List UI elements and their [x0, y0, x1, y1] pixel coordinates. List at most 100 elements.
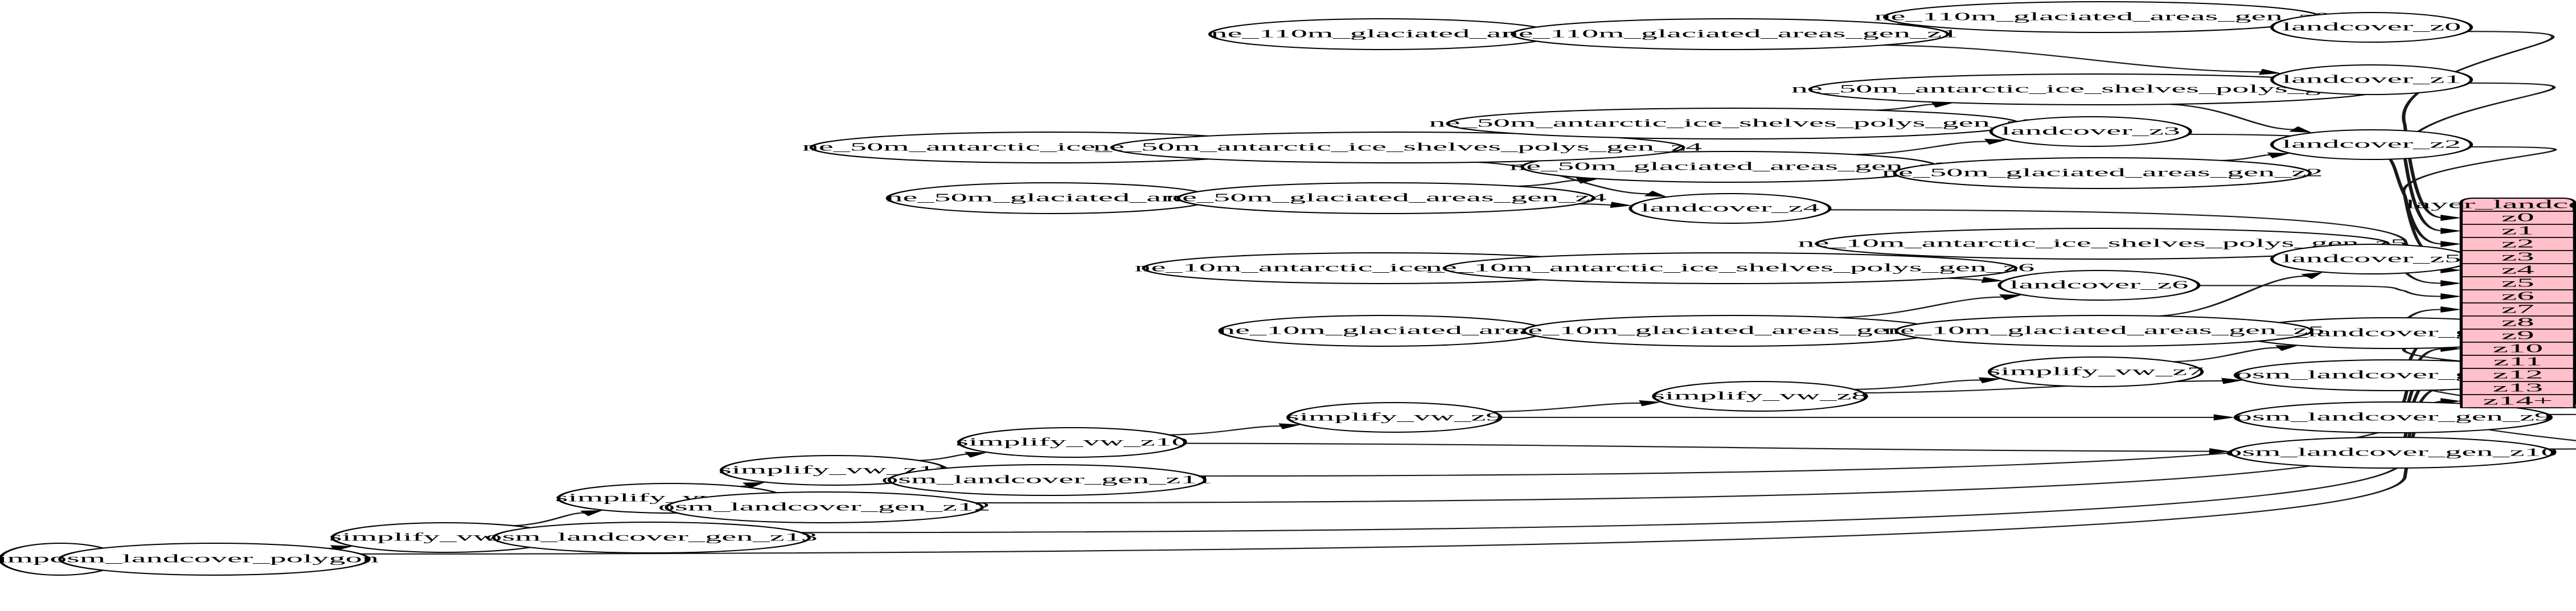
node-simplify_vw_z10[interactable]: simplify_vw_z10 [955, 427, 1188, 458]
node-ne_10m_glaciated_areas_gen_z6[interactable]: ne_10m_glaciated_areas_gen_z6 [1511, 315, 1952, 347]
node-ne_110m_glaciated_areas_gen_z1[interactable]: ne_110m_glaciated_areas_gen_z1 [1502, 18, 1959, 50]
node-ne_50m_antarctic_ice_shelves_polys_gen_z4[interactable]: ne_50m_antarctic_ice_shelves_polys_gen_z… [1093, 132, 1703, 163]
node-landcover_z3[interactable]: landcover_z3 [1989, 116, 2192, 147]
edge-simplify_vw_z10-to-osm_landcover_gen_z10 [1184, 442, 2231, 454]
edge-arrowhead [2209, 448, 2231, 454]
node-shape-landcover_z4[interactable] [1629, 193, 1832, 224]
node-ne_110m_glaciated_areas_gen_z0[interactable]: ne_110m_glaciated_areas_gen_z0 [1874, 1, 2331, 33]
node-label-landcover_z3: landcover_z3 [2001, 125, 2180, 137]
node-osm_landcover_polygon[interactable]: osm_landcover_polygon [50, 543, 379, 576]
edge-ne_50m_glaciated_areas_gen_z3-to-landcover_z3 [1855, 138, 2007, 155]
node-osm_landcover_gen_z13[interactable]: osm_landcover_gen_z13 [485, 522, 818, 553]
node-shape-landcover_z2[interactable] [2270, 129, 2474, 160]
record-row-label-z7: z7 [2501, 302, 2534, 315]
node-ne_10m_antarctic_ice_shelves_polys_gen_z6[interactable]: ne_10m_antarctic_ice_shelves_polys_gen_z… [1426, 252, 2035, 284]
node-shape-ne_10m_glaciated_areas_gen_z5[interactable] [1894, 315, 2314, 347]
node-label-landcover_z6: landcover_z6 [2009, 278, 2188, 291]
node-label-landcover_z4: landcover_z4 [1640, 202, 1820, 214]
node-shape-osm_landcover_gen_z9[interactable] [2233, 401, 2553, 433]
edge-arrowhead [1644, 190, 1667, 197]
node-label-ne_50m_glaciated_areas_gen_z4: ne_50m_glaciated_areas_gen_z4 [1166, 191, 1607, 204]
record-row-label-z6: z6 [2501, 289, 2534, 302]
node-landcover_z1[interactable]: landcover_z1 [2270, 64, 2474, 95]
node-label-ne_10m_antarctic_ice_shelves_polys_gen_z5: ne_10m_antarctic_ice_shelves_polys_gen_z… [1798, 237, 2407, 249]
edge-arrowhead [2440, 280, 2462, 286]
node-ne_50m_glaciated_areas_gen_z4[interactable]: ne_50m_glaciated_areas_gen_z4 [1166, 182, 1607, 214]
node-ne_50m_glaciated_areas_gen_z2[interactable]: ne_50m_glaciated_areas_gen_z2 [1882, 157, 2323, 189]
edge-arrowhead [2221, 378, 2243, 384]
node-landcover_z2[interactable]: landcover_z2 [2270, 129, 2474, 160]
node-label-simplify_vw_z8: simplify_vw_z8 [1652, 389, 1868, 402]
edge-arrowhead [1610, 202, 1632, 208]
record-row-label-z14+: z14+ [2483, 394, 2553, 407]
node-simplify_vw_z8[interactable]: simplify_vw_z8 [1652, 381, 1868, 412]
edge-simplify_vw_z9-to-simplify_vw_z8 [1492, 400, 1662, 413]
node-landcover_z0[interactable]: landcover_z0 [2270, 12, 2474, 43]
edge-arrowhead [1639, 400, 1662, 407]
node-shape-ne_10m_antarctic_ice_shelves_polys_gen_z5[interactable] [1815, 228, 2390, 260]
node-shape-landcover_z0[interactable] [2270, 12, 2474, 43]
node-label-landcover_z1: landcover_z1 [2282, 73, 2461, 85]
node-shape-ne_10m_antarctic_ice_shelves_polys_gen_z6[interactable] [1442, 252, 2018, 284]
node-shape-landcover_z3[interactable] [1989, 116, 2192, 147]
record-table-layer: layer_landcoverz0z1z2z3z4z5z6z7z8z9z10z1… [2406, 198, 2576, 408]
node-simplify_vw_z7[interactable]: simplify_vw_z7 [1987, 356, 2204, 387]
node-simplify_vw_z9[interactable]: simplify_vw_z9 [1286, 402, 1503, 433]
node-ne_110m_glaciated_areas[interactable]: ne_110m_glaciated_areas [1208, 18, 1557, 50]
record-row-label-z9: z9 [2501, 329, 2534, 342]
node-shape-ne_50m_glaciated_areas_gen_z2[interactable] [1893, 157, 2312, 189]
node-ne_10m_glaciated_areas_gen_z5[interactable]: ne_10m_glaciated_areas_gen_z5 [1884, 315, 2325, 347]
node-ne_10m_antarctic_ice_shelves_polys_gen_z5[interactable]: ne_10m_antarctic_ice_shelves_polys_gen_z… [1798, 228, 2407, 260]
node-shape-ne_110m_glaciated_areas_gen_z1[interactable] [1511, 18, 1950, 50]
edge-simplify_vw_z13-to-simplify_vw_z12 [513, 510, 604, 527]
record-row-label-z1: z1 [2501, 224, 2534, 237]
node-shape-simplify_vw_z9[interactable] [1286, 402, 1503, 433]
node-shape-simplify_vw_z10[interactable] [957, 427, 1187, 458]
node-shape-landcover_z6[interactable] [1997, 270, 2201, 301]
node-label-osm_landcover_polygon: osm_landcover_polygon [50, 552, 379, 565]
node-shape-osm_landcover_gen_z13[interactable] [491, 522, 811, 553]
node-label-ne_10m_antarctic_ice_shelves_polys_gen_z6: ne_10m_antarctic_ice_shelves_polys_gen_z… [1426, 261, 2035, 274]
edge-ne_50m_glaciated_areas_gen_z4-to-landcover_z4 [1578, 202, 1632, 208]
node-shape-ne_50m_glaciated_areas_gen_z4[interactable] [1176, 182, 1595, 214]
edge-arrowhead [2275, 345, 2299, 351]
record-row-label-z5: z5 [2501, 276, 2534, 289]
node-landcover_z5[interactable]: landcover_z5 [2270, 244, 2474, 274]
node-label-ne_50m_antarctic_ice_shelves_polys_gen_z2: ne_50m_antarctic_ice_shelves_polys_gen_z… [1791, 83, 2401, 95]
node-label-ne_50m_glaciated_areas_gen_z2: ne_50m_glaciated_areas_gen_z2 [1882, 166, 2323, 179]
node-ne_50m_glaciated_areas_gen_z3[interactable]: ne_50m_glaciated_areas_gen_z3 [1509, 151, 1951, 183]
edge-arrowhead [2440, 215, 2462, 221]
node-shape-osm_landcover_gen_z10[interactable] [2228, 437, 2555, 469]
node-label-simplify_vw_z9: simplify_vw_z9 [1286, 411, 1502, 423]
edge-arrowhead [742, 482, 766, 489]
edge-arrowhead [2440, 241, 2462, 247]
record-row-label-z10: z10 [2493, 342, 2543, 355]
edge-arrowhead [2440, 228, 2462, 234]
node-ne_50m_antarctic_ice_shelves_polys_gen_z3[interactable]: ne_50m_antarctic_ice_shelves_polys_gen_z… [1429, 108, 2038, 140]
edge-arrowhead [2440, 306, 2462, 313]
node-landcover_z4[interactable]: landcover_z4 [1629, 193, 1832, 224]
edge-arrowhead [964, 452, 988, 458]
record-row-z14+[interactable] [2460, 394, 2576, 408]
node-label-osm_landcover_gen_z12: osm_landcover_gen_z12 [658, 501, 990, 513]
node-shape-landcover_z1[interactable] [2270, 64, 2474, 95]
node-shape-osm_landcover_polygon[interactable] [58, 543, 371, 576]
node-ne_10m_glaciated_areas[interactable]: ne_10m_glaciated_areas [1218, 315, 1548, 347]
node-label-osm_landcover_gen_z11: osm_landcover_gen_z11 [881, 473, 1212, 486]
node-osm_landcover_gen_z12[interactable]: osm_landcover_gen_z12 [658, 491, 990, 523]
edge-arrowhead [2300, 272, 2323, 279]
node-shape-ne_50m_antarctic_ice_shelves_polys_gen_z4[interactable] [1110, 132, 1685, 163]
node-osm_landcover_gen_z10[interactable]: osm_landcover_gen_z10 [2225, 437, 2558, 469]
edge-landcover_z2-to-layer_landcover_z2 [2402, 146, 2557, 247]
node-shape-osm_landcover_gen_z12[interactable] [664, 491, 984, 523]
edge-arrowhead [580, 510, 604, 516]
node-osm_landcover_gen_z9[interactable]: osm_landcover_gen_z9 [2233, 401, 2553, 433]
node-shape-simplify_vw_z8[interactable] [1652, 381, 1868, 412]
node-shape-osm_landcover_gen_z11[interactable] [887, 464, 1207, 496]
edge-simplify_vw_z10-to-simplify_vw_z9 [1169, 423, 1302, 436]
node-osm_landcover_gen_z11[interactable]: osm_landcover_gen_z11 [881, 464, 1212, 496]
node-label-ne_50m_glaciated_areas: ne_50m_glaciated_areas [886, 191, 1215, 204]
node-landcover_z6[interactable]: landcover_z6 [1997, 270, 2201, 301]
node-shape-simplify_vw_z7[interactable] [1987, 356, 2204, 387]
